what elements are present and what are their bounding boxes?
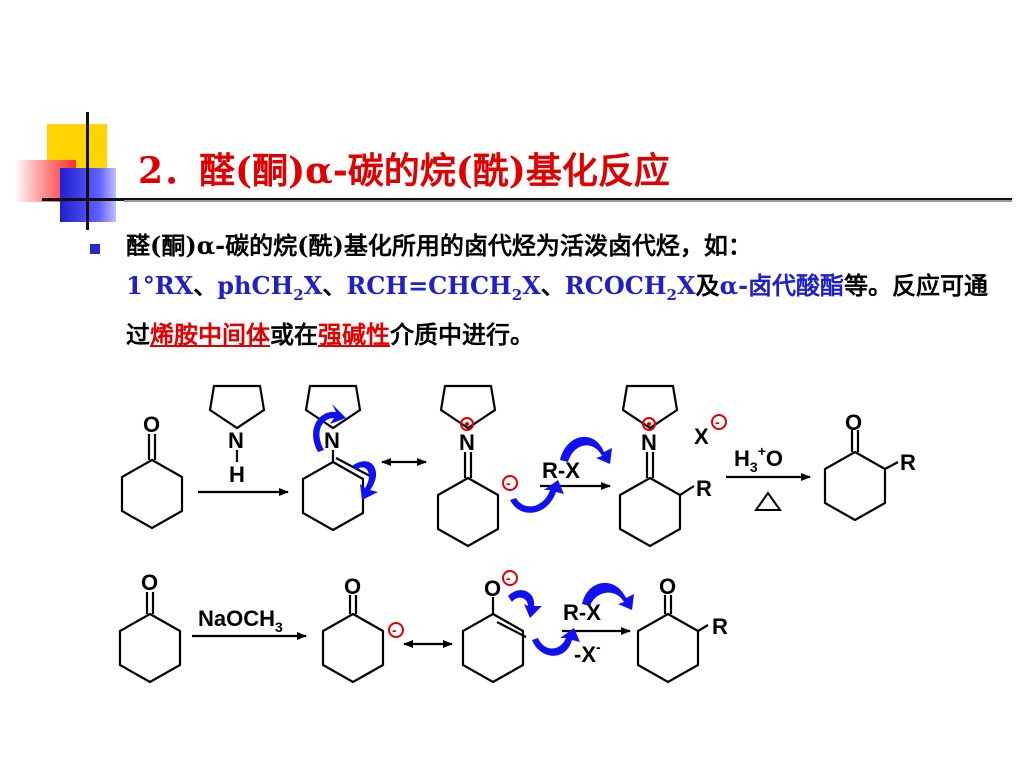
strong-base: 强碱性 xyxy=(318,319,390,349)
atom-o: O xyxy=(659,574,676,599)
negative-charge-icon: - xyxy=(711,414,727,430)
enamine-structure xyxy=(301,384,371,532)
reagent-1: 1°RX xyxy=(126,271,194,300)
bullet-line1: 醛(酮)α-碳的烷(酰)基化所用的卤代烃为活泼卤代烃，如： xyxy=(126,231,752,260)
electron-arrow-icon xyxy=(560,436,612,464)
reagent-3-sub: 2 xyxy=(511,285,523,304)
reagent-2-sub: 2 xyxy=(293,285,304,304)
iminium-structure xyxy=(436,384,500,548)
svg-text:-: - xyxy=(392,622,397,638)
product-2-structure xyxy=(636,595,709,684)
electron-arrow-icon xyxy=(532,628,580,656)
heat-triangle-icon xyxy=(754,491,782,511)
electron-arrow-icon xyxy=(352,461,378,500)
hydrolysis-reagent: H3+O xyxy=(734,443,783,475)
separator: 、 xyxy=(322,271,347,300)
bullet-text: 醛(酮)α-碳的烷(酰)基化所用的卤代烃为活泼卤代烃，如： 1°RX、phCH2… xyxy=(126,226,996,355)
electron-arrow-icon xyxy=(582,582,634,610)
reagent-5: α-卤代酸酯 xyxy=(719,271,845,300)
charges: - - - - xyxy=(388,414,727,638)
decor-vertical-line xyxy=(86,112,89,230)
reagent-2-b: X xyxy=(303,271,323,300)
reagent-3-a: RCH=CHCH xyxy=(346,271,512,300)
electron-arrow-icon xyxy=(313,404,346,452)
cyclohexanone-1 xyxy=(120,434,184,530)
cyclohexanone-2 xyxy=(118,592,182,684)
reagent-2: phCH2X xyxy=(217,271,323,304)
slide-title: 2．醛(酮)α-碳的烷(酰)基化反应 xyxy=(138,150,670,192)
separator: 、 xyxy=(540,271,565,300)
reagent-3-b: X xyxy=(522,271,541,300)
reagent-4: RCOCH2X xyxy=(564,271,696,304)
positive-charge-icon xyxy=(460,417,474,431)
text-rest3: 介质中进行。 xyxy=(390,319,534,349)
reagent-2-a: phCH xyxy=(217,271,294,300)
title-underline xyxy=(42,198,1012,201)
negative-charge-icon: - xyxy=(388,622,404,638)
reagent-4-a: RCOCH xyxy=(564,271,667,300)
enolate-oxygen xyxy=(461,597,527,684)
halide-x: X xyxy=(694,424,709,449)
reagent-4-sub: 2 xyxy=(666,285,677,304)
reagent-3: RCH=CHCH2X xyxy=(346,271,541,304)
atom-o: O xyxy=(344,574,361,599)
reagent-4-b: X xyxy=(676,271,696,300)
title-underline-shadow xyxy=(124,200,1012,202)
svg-text:-: - xyxy=(715,414,720,430)
negative-charge-icon: - xyxy=(502,475,518,491)
separator: 、 xyxy=(193,271,218,300)
svg-text:-: - xyxy=(506,475,511,491)
reagent-rx: R-X xyxy=(563,600,601,625)
atom-h: H xyxy=(229,462,245,487)
conjunction: 及 xyxy=(695,271,720,300)
atom-n: N xyxy=(228,428,244,453)
bullet-square-icon xyxy=(90,244,100,254)
base-naoch3: NaOCH3 xyxy=(198,606,283,635)
text-rest1: 等。反应可通过 xyxy=(126,271,989,349)
atom-o: O xyxy=(845,410,862,435)
negative-charge-icon: - xyxy=(502,570,518,586)
atom-n: N xyxy=(641,430,657,455)
atom-n: N xyxy=(324,428,340,453)
atom-o: O xyxy=(141,570,158,595)
atom-n: N xyxy=(459,430,475,455)
atom-o: O xyxy=(143,412,160,437)
reaction-scheme: O N H N N R-X N R X H3+O O R O NaOCH3 O … xyxy=(118,384,916,684)
reagent-rx: R-X xyxy=(542,458,580,483)
text-rest2: 或在 xyxy=(270,319,318,349)
atom-o: O xyxy=(484,576,501,601)
group-r: R xyxy=(712,614,728,639)
leaving-group: -X- xyxy=(574,639,601,667)
group-r: R xyxy=(696,476,712,501)
positive-charge-icon xyxy=(642,417,656,431)
product-1-structure xyxy=(823,430,899,522)
group-r: R xyxy=(900,450,916,475)
electron-arrow-icon xyxy=(510,480,564,513)
svg-text:-: - xyxy=(506,570,511,586)
iminium-salt-structure xyxy=(618,384,695,548)
pyrrolidine xyxy=(208,384,266,462)
electron-arrow-icon xyxy=(508,590,542,618)
enolate-carbanion xyxy=(321,595,385,684)
enamine-intermediate: 烯胺中间体 xyxy=(150,319,270,349)
